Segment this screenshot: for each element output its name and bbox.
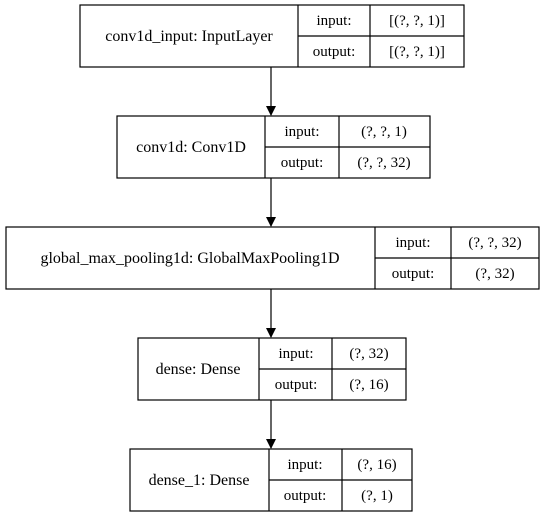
input-shape: (?, 16) [357,457,396,473]
layer-node-dense-1: dense_1: Dense input: (?, 16) output: (?… [129,448,413,512]
output-shape: (?, 16) [349,377,388,393]
output-shape: (?, 1) [361,488,393,504]
input-shape: [(?, ?, 1)] [389,13,445,29]
output-label: output: [281,155,324,171]
input-label: input: [316,13,351,29]
output-label: output: [392,266,435,282]
layer-name: global_max_pooling1d: GlobalMaxPooling1D [40,250,339,267]
input-shape: (?, ?, 1) [361,124,407,140]
input-shape: (?, 32) [349,346,388,362]
layer-node-global-max-pooling1d: global_max_pooling1d: GlobalMaxPooling1D… [5,226,540,290]
layer-node-dense: dense: Dense input: (?, 32) output: (?, … [137,337,407,401]
layer-node-conv1d-input: conv1d_input: InputLayer input: [(?, ?, … [79,4,465,68]
output-shape: [(?, ?, 1)] [389,44,445,60]
input-label: input: [287,457,322,473]
layer-name: conv1d_input: InputLayer [105,28,273,45]
layer-name: conv1d: Conv1D [136,139,246,156]
output-shape: (?, 32) [475,266,514,282]
input-label: input: [284,124,319,140]
input-shape: (?, ?, 32) [468,235,521,251]
output-label: output: [284,488,327,504]
layer-name: dense: Dense [156,361,241,378]
output-shape: (?, ?, 32) [357,155,410,171]
layer-node-conv1d: conv1d: Conv1D input: (?, ?, 1) output: … [116,115,431,179]
input-label: input: [395,235,430,251]
layer-name: dense_1: Dense [149,472,250,489]
output-label: output: [275,377,318,393]
output-label: output: [313,44,356,60]
input-label: input: [278,346,313,362]
